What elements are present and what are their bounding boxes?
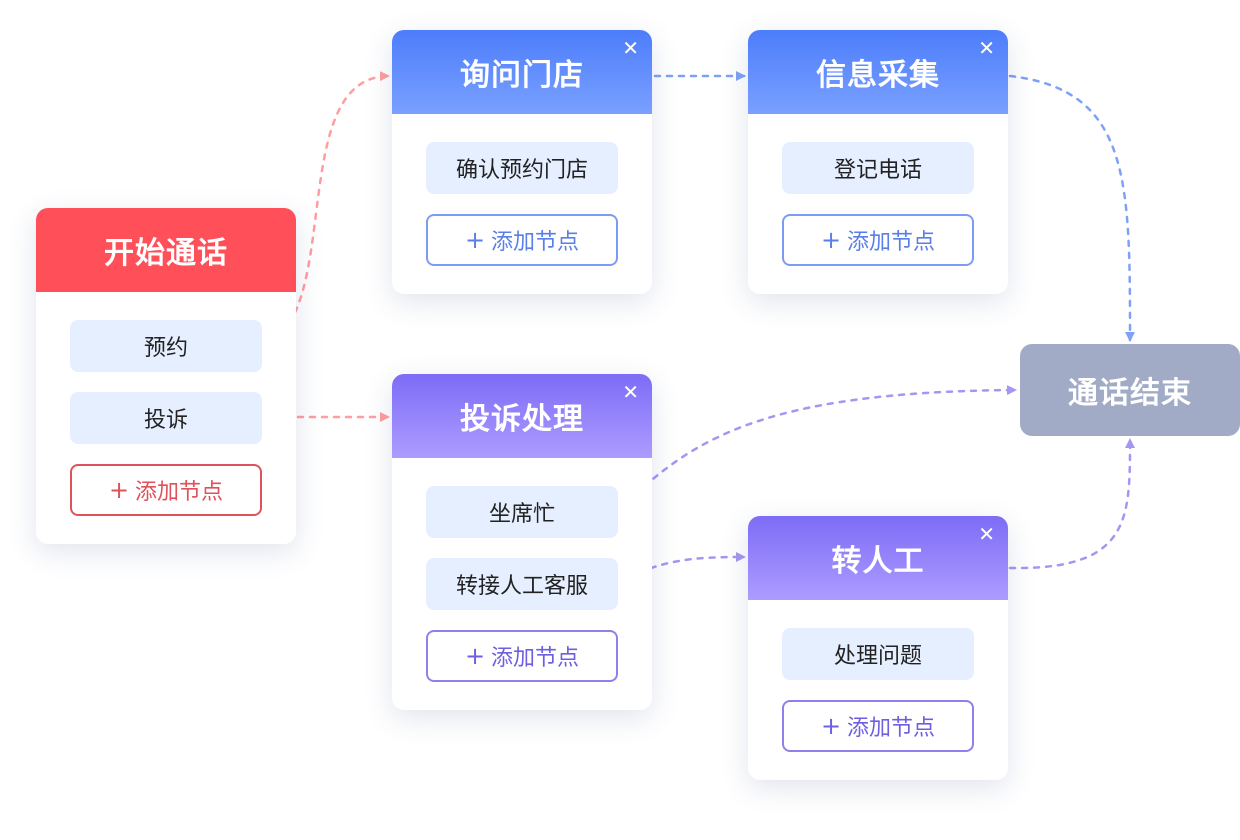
end-call-title: 通话结束 <box>1068 376 1192 411</box>
inquire-store-card: 询问门店 ✕ 确认预约门店 + 添加节点 <box>392 30 652 294</box>
info-collect-header: 信息采集 ✕ <box>748 30 1008 114</box>
complaint-handling-card: 投诉处理 ✕ 坐席忙 转接人工客服 + 添加节点 <box>392 374 652 710</box>
inquire-store-header: 询问门店 ✕ <box>392 30 652 114</box>
edge-info-collect-to-end <box>1008 74 1135 342</box>
add-node-label: 添加节点 <box>491 230 580 255</box>
add-node-label: 添加节点 <box>491 646 580 671</box>
start-call-header: 开始通话 <box>36 208 296 292</box>
info-collect-card: 信息采集 ✕ 登记电话 + 添加节点 <box>748 30 1008 294</box>
add-node-button[interactable]: + 添加节点 <box>426 630 618 682</box>
inquire-store-body: 确认预约门店 + 添加节点 <box>392 114 652 294</box>
edge-transfer-to-end <box>1008 438 1135 570</box>
option-appointment[interactable]: 预约 <box>70 320 262 372</box>
option-transfer-service[interactable]: 转接人工客服 <box>426 558 618 610</box>
card-title: 投诉处理 <box>460 402 584 437</box>
option-complaint[interactable]: 投诉 <box>70 392 262 444</box>
add-node-label: 添加节点 <box>847 230 936 255</box>
add-node-button[interactable]: + 添加节点 <box>782 700 974 752</box>
transfer-body: 处理问题 + 添加节点 <box>748 600 1008 780</box>
card-title: 询问门店 <box>460 58 584 93</box>
add-node-label: 添加节点 <box>135 480 224 505</box>
transfer-card: 转人工 ✕ 处理问题 + 添加节点 <box>748 516 1008 780</box>
transfer-header: 转人工 ✕ <box>748 516 1008 600</box>
add-node-button[interactable]: + 添加节点 <box>782 214 974 266</box>
plus-icon: + <box>464 642 486 670</box>
start-call-body: 预约 投诉 + 添加节点 <box>36 292 296 544</box>
card-title: 开始通话 <box>104 236 228 271</box>
plus-icon: + <box>820 226 842 254</box>
complaint-handling-header: 投诉处理 ✕ <box>392 374 652 458</box>
close-icon[interactable]: ✕ <box>978 522 996 546</box>
plus-icon: + <box>820 712 842 740</box>
complaint-handling-body: 坐席忙 转接人工客服 + 添加节点 <box>392 458 652 710</box>
end-call-node[interactable]: 通话结束 <box>1020 344 1240 436</box>
close-icon[interactable]: ✕ <box>622 36 640 60</box>
option-confirm-store[interactable]: 确认预约门店 <box>426 142 618 194</box>
close-icon[interactable]: ✕ <box>622 380 640 404</box>
edge-agent-busy-to-end <box>616 385 1017 513</box>
option-handle-problem[interactable]: 处理问题 <box>782 628 974 680</box>
option-register-phone[interactable]: 登记电话 <box>782 142 974 194</box>
plus-icon: + <box>108 476 130 504</box>
plus-icon: + <box>464 226 486 254</box>
add-node-button[interactable]: + 添加节点 <box>426 214 618 266</box>
card-title: 信息采集 <box>816 58 940 93</box>
card-title: 转人工 <box>831 544 925 579</box>
start-call-card: 开始通话 预约 投诉 + 添加节点 <box>36 208 296 544</box>
add-node-label: 添加节点 <box>847 716 936 741</box>
info-collect-body: 登记电话 + 添加节点 <box>748 114 1008 294</box>
add-node-button[interactable]: + 添加节点 <box>70 464 262 516</box>
option-agent-busy[interactable]: 坐席忙 <box>426 486 618 538</box>
close-icon[interactable]: ✕ <box>978 36 996 60</box>
